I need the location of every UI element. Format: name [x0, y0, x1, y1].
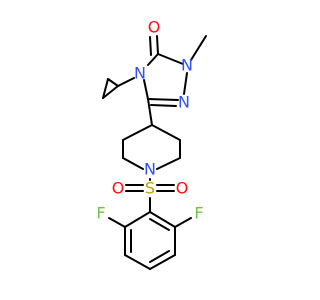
bond-n2-c3: [147, 98, 179, 101]
bond-ar-c4-c5-inner: [149, 250, 170, 263]
bond-ar-c6-c1-inner: [149, 218, 170, 231]
bond-c5-o-double: [149, 36, 152, 56]
bond-pip-c2-n: [156, 157, 181, 170]
bond-ar-f-right: [174, 217, 192, 228]
bond-c5-n1: [157, 53, 184, 65]
atom-n-piperidine: N: [144, 160, 156, 179]
oxygen-sulfonyl-left: O: [112, 179, 125, 198]
sulfur-sulfonyl: S: [145, 179, 155, 198]
bond-n4-c5: [147, 53, 159, 66]
oxygen-sulfonyl-right: O: [176, 179, 189, 198]
atom-s: S: [145, 179, 155, 198]
bond-n4-cyclopropyl: [117, 77, 135, 87]
bond-c3-piperidine: [147, 98, 153, 126]
atom-n4: N: [134, 64, 146, 83]
bond-c3-n4: [143, 79, 149, 100]
bond-cyclopropyl-b: [102, 78, 109, 99]
bond-ar-c6-c1: [149, 211, 176, 228]
atom-o-sulfonyl-right: O: [176, 179, 189, 198]
bonds: [102, 35, 207, 270]
nitrogen-n1: N: [181, 56, 193, 75]
atom-o-sulfonyl-left: O: [112, 179, 125, 198]
atom-n2: N: [178, 93, 190, 112]
oxygen-carbonyl: O: [148, 18, 161, 37]
atom-f-right: F: [194, 204, 203, 223]
bond-pip-n-c6: [122, 157, 144, 170]
bond-n1-methyl: [190, 35, 207, 61]
fluorine-left: F: [96, 204, 105, 223]
bond-pip-c4-c3: [151, 124, 181, 141]
bond-n2-c3-double: [150, 104, 177, 107]
bond-n1-n2: [183, 72, 188, 95]
atom-labels: O N N N N S O O F F: [96, 18, 203, 223]
fluorine-right: F: [194, 204, 203, 223]
nitrogen-n4: N: [134, 64, 146, 83]
nitrogen-n2: N: [178, 93, 190, 112]
bond-ar-f-left: [108, 217, 126, 228]
bond-ar-c1-c2: [124, 211, 151, 228]
atom-n1: N: [181, 56, 193, 75]
molecule-structure: O N N N N S O O F F: [96, 18, 207, 270]
atom-o-carbonyl: O: [148, 18, 161, 37]
bond-pip-c5-c4: [122, 124, 153, 141]
atom-f-left: F: [96, 204, 105, 223]
nitrogen-piperidine: N: [144, 160, 156, 179]
bond-cyclopropyl-c: [107, 78, 119, 87]
bond-ar-c3-c4: [124, 254, 151, 270]
bond-cyclopropyl-a: [102, 85, 119, 99]
bond-c5-o: [156, 35, 159, 55]
bond-ar-c4-c5: [149, 254, 176, 270]
